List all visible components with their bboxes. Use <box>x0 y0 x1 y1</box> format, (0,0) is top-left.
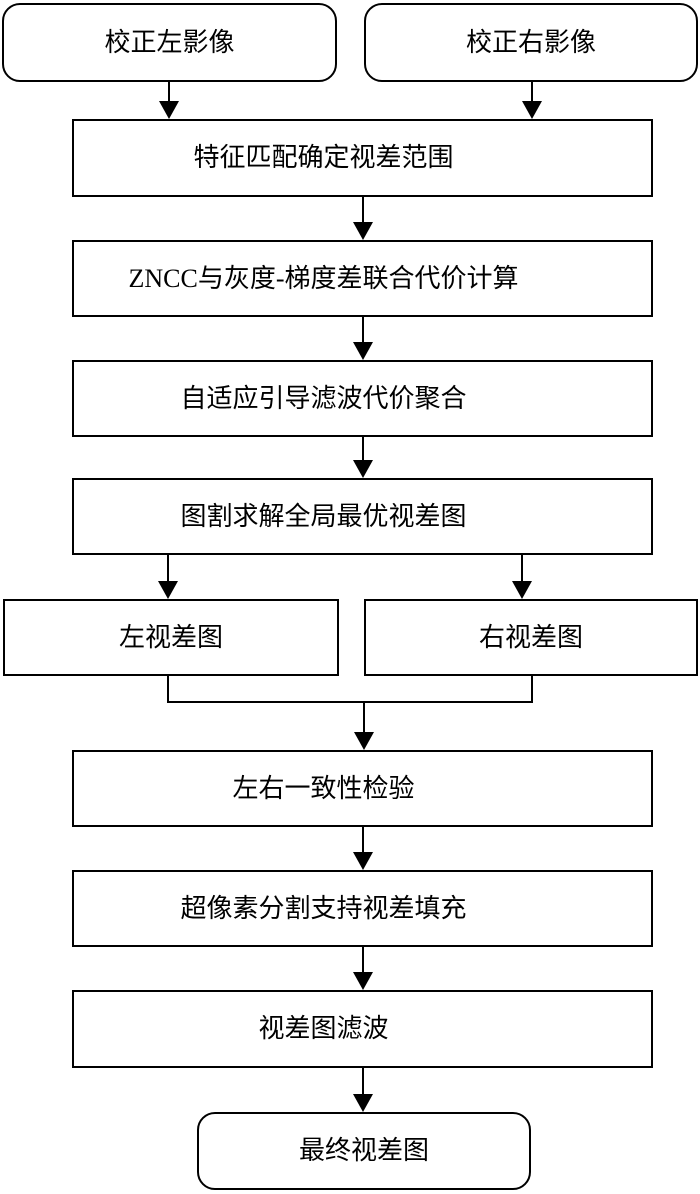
node-feature-match-disparity-range: 特征匹配确定视差范围 <box>72 119 653 197</box>
arrow-feature-match-to-cost-compute <box>353 197 373 240</box>
node-zncc-joint-cost: ZNCC与灰度-梯度差联合代价计算 <box>72 240 653 317</box>
arrow-aggregation-to-graph-cut <box>353 437 373 478</box>
node-left-disparity-map: 左视差图 <box>3 599 339 676</box>
arrow-right-image-to-feature-match <box>522 82 542 119</box>
node-right-disparity-map: 右视差图 <box>364 599 698 676</box>
node-label: ZNCC与灰度-梯度差联合代价计算 <box>128 263 519 293</box>
connector-disparity-merge <box>167 676 533 750</box>
node-label: 左右一致性检验 <box>232 773 415 803</box>
node-rectify-left-image: 校正左影像 <box>2 3 337 82</box>
node-label: 左视差图 <box>118 622 223 652</box>
arrow-consistency-to-superpixel-fill <box>353 827 373 870</box>
node-left-right-consistency-check: 左右一致性检验 <box>72 750 653 827</box>
node-final-disparity-map: 最终视差图 <box>197 1112 531 1190</box>
node-label: 右视差图 <box>478 622 583 652</box>
node-label: 最终视差图 <box>298 1136 429 1166</box>
node-label: 校正右影像 <box>465 27 596 57</box>
node-guided-filter-aggregation: 自适应引导滤波代价聚合 <box>72 360 653 437</box>
node-rectify-right-image: 校正右影像 <box>364 3 698 82</box>
node-superpixel-disparity-fill: 超像素分割支持视差填充 <box>72 870 653 947</box>
arrow-cost-compute-to-aggregation <box>353 317 373 360</box>
node-label: 特征匹配确定视差范围 <box>193 143 454 173</box>
node-label: 图割求解全局最优视差图 <box>180 501 467 531</box>
node-label: 自适应引导滤波代价聚合 <box>180 383 467 413</box>
arrow-left-image-to-feature-match <box>159 82 179 119</box>
arrow-graph-cut-to-right-disparity <box>512 555 532 599</box>
node-graph-cut-optimal-disparity: 图割求解全局最优视差图 <box>72 478 653 555</box>
node-disparity-map-filtering: 视差图滤波 <box>72 990 653 1068</box>
node-label: 视差图滤波 <box>258 1014 389 1044</box>
node-label: 校正左影像 <box>104 27 235 57</box>
arrow-graph-cut-to-left-disparity <box>158 555 178 599</box>
node-label: 超像素分割支持视差填充 <box>180 893 467 923</box>
arrow-filtering-to-final-disparity <box>353 1068 373 1112</box>
arrow-superpixel-fill-to-filtering <box>353 947 373 990</box>
